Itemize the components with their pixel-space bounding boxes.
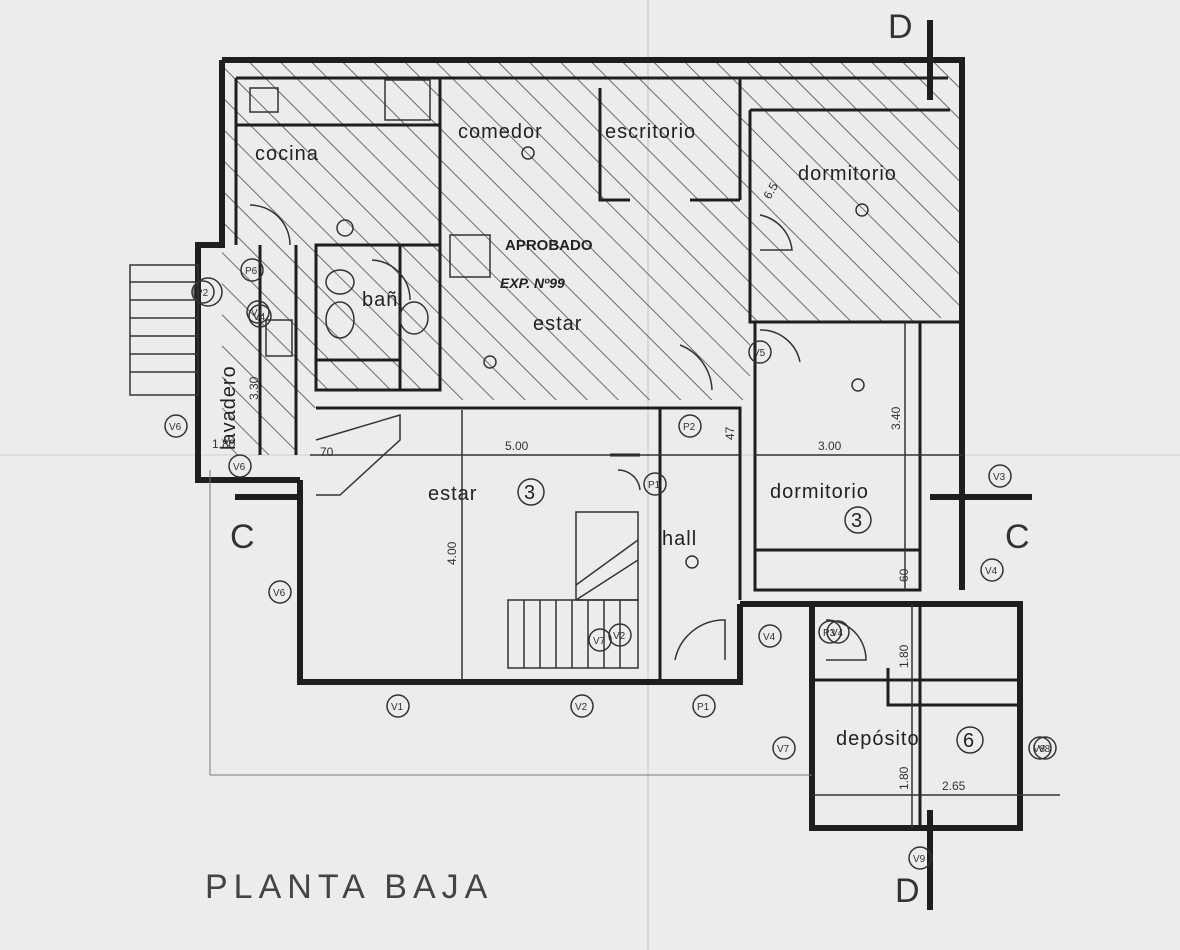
dim-lavadero-width: 1.80 [212, 437, 236, 451]
room-label-escritorio: escritorio [605, 121, 696, 143]
window-tag-label: V4 [763, 632, 776, 643]
window-tag-circle [246, 300, 270, 324]
window-tag-circle [240, 258, 264, 282]
window-tag-label: P2 [196, 288, 209, 299]
dim-lavadero-depth: 3.30 [247, 376, 261, 400]
staircase [507, 511, 639, 669]
window-tag-circle [268, 580, 292, 604]
section-mark-c-right: C [1005, 518, 1030, 556]
dim-estar-width: 5.00 [505, 439, 529, 453]
dim-small-b: 60 [897, 568, 911, 582]
room-label-deposito: depósito [836, 728, 920, 750]
section-cut-lines [235, 20, 1032, 910]
window-tag-label: P2 [683, 422, 696, 433]
room-label-comedor: comedor [458, 121, 543, 143]
window-tag-circle [772, 736, 796, 760]
dim-dorm-depth: 3.40 [889, 406, 903, 430]
room-label-cocina: cocina [255, 143, 319, 165]
window-tag-label: V8 [1033, 744, 1046, 755]
window-tag-label: V7 [777, 744, 790, 755]
window-tag-label: V7 [593, 636, 606, 647]
window-tag-circle [908, 846, 932, 870]
window-tag-circle [191, 280, 215, 304]
window-tag-label: V1 [391, 702, 404, 713]
room-number-deposito: 6 [963, 730, 975, 752]
plan-title: PLANTA BAJA [205, 868, 493, 906]
dim-small-d: 47 [723, 426, 737, 440]
room-label-hall: hall [662, 528, 697, 550]
window-tag-label: P6 [245, 266, 258, 277]
window-tag-label: V4 [985, 566, 998, 577]
room-label-estar-top: estar [533, 313, 582, 335]
window-tag-label: V6 [233, 462, 246, 473]
window-tag-label: V6 [273, 588, 286, 599]
light-points [483, 146, 869, 569]
window-tag-label: V2 [613, 631, 626, 642]
window-tag-circle [164, 414, 188, 438]
window-tag-circle [386, 694, 410, 718]
window-tag-circle [748, 340, 772, 364]
window-tag-label: V3 [993, 472, 1006, 483]
window-tag-label: P1 [648, 480, 661, 491]
section-mark-c-left: C [230, 518, 255, 556]
window-tag-circle [826, 620, 850, 644]
window-tag-circle [588, 628, 612, 652]
window-tag-label: V8 [1038, 744, 1051, 755]
window-tag-circle [818, 620, 842, 644]
window-tag-label: V6 [169, 422, 182, 433]
window-tag-circle [1033, 736, 1057, 760]
window-tag-circle [1028, 736, 1052, 760]
dim-deposito-width: 2.65 [942, 779, 966, 793]
dim-small-a: 1.80 [897, 644, 911, 668]
hatched-upper-zone [222, 60, 962, 455]
dim-dorm-width: 3.00 [818, 439, 842, 453]
window-tag-label: V4 [253, 312, 266, 323]
section-mark-d-top: D [888, 8, 913, 46]
window-tag-circle [643, 472, 667, 496]
room-label-bano: bañ [362, 289, 398, 311]
stamp-expediente: EXP. Nº99 [500, 275, 565, 291]
window-tag-label: V1 [251, 308, 264, 319]
room-number-dormitorio: 3 [851, 510, 863, 532]
window-tag-circle [988, 464, 1012, 488]
dim-deposito-depth: 1.80 [897, 766, 911, 790]
fixtures [193, 79, 491, 357]
window-tag-circle [248, 304, 272, 328]
exterior-steps [129, 264, 199, 396]
window-tag-circle [678, 414, 702, 438]
window-tag-label: V4 [831, 628, 844, 639]
window-tag-label: V2 [575, 702, 588, 713]
dim-small-c: 70 [320, 445, 334, 459]
window-tag-circle [692, 694, 716, 718]
room-label-dormitorio-top: dormitorio [798, 163, 897, 185]
window-tag-circle [570, 694, 594, 718]
room-number-estar: 3 [524, 482, 536, 504]
room-label-estar-main: estar [428, 483, 477, 505]
window-tag-label: P3 [823, 628, 836, 639]
dim-estar-depth: 4.00 [445, 541, 459, 565]
door-swings [249, 204, 867, 661]
window-tag-label: V9 [913, 854, 926, 865]
window-tag-circle [758, 624, 782, 648]
window-tag-circle [228, 454, 252, 478]
section-mark-d-bottom: D [895, 872, 920, 910]
window-tag-label: P1 [697, 702, 710, 713]
room-label-dormitorio-right: dormitorio [770, 481, 869, 503]
stamp-approved: APROBADO [505, 237, 593, 254]
dimension-lines [209, 322, 1060, 828]
window-tag-circle [980, 558, 1004, 582]
window-tag-label: V5 [753, 348, 766, 359]
room-label-lavadero: lavadero [218, 365, 240, 450]
